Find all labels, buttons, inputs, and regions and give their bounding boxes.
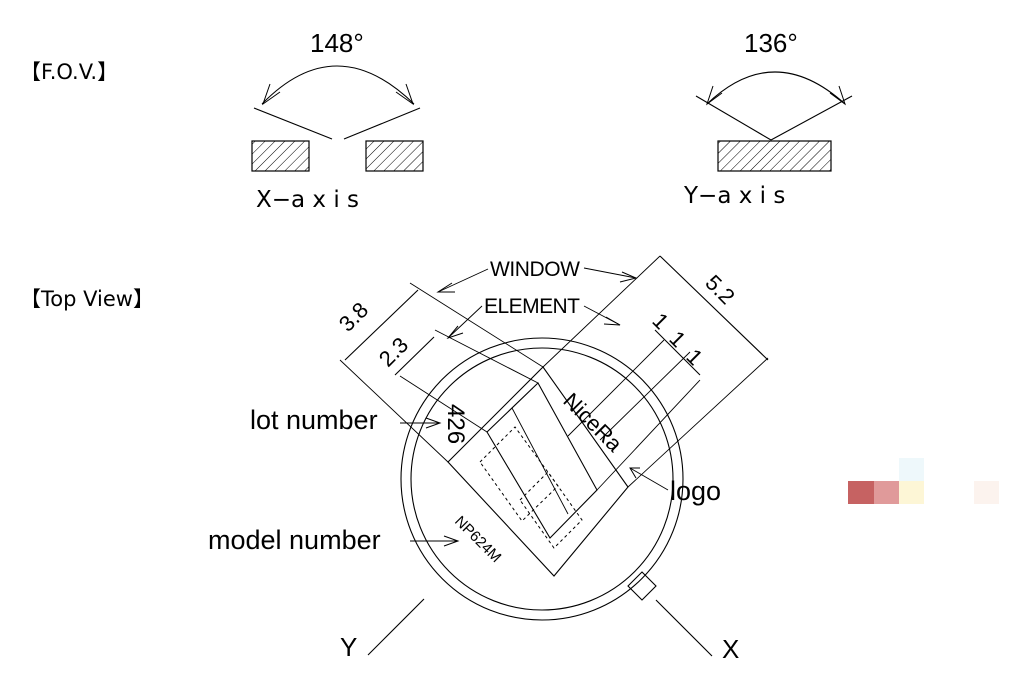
- window-ext-line-right: [542, 255, 661, 368]
- x-axis-label: X−a x i s: [256, 187, 359, 213]
- element-ext-line-left: [399, 375, 488, 433]
- x-axis-fov-diagram: 148° X−a x i s: [251, 28, 424, 213]
- window-label: WINDOW: [490, 258, 580, 281]
- y-axis-label: Y−a x i s: [683, 183, 785, 209]
- dim-outer-value: 5.2: [700, 270, 739, 309]
- logo-label: logo: [670, 476, 721, 506]
- dim-pitch-3: 1: [681, 344, 707, 370]
- window-leader-right-arrow: [619, 271, 638, 283]
- package-tab: [627, 571, 657, 601]
- element-leader-right-arrow: [603, 316, 621, 326]
- dim-window-value: 3.8: [334, 297, 373, 336]
- logo-leader: [629, 467, 669, 491]
- window-ext-line-left-2: [339, 359, 449, 463]
- y-fov-arc-arrow-left: [706, 85, 723, 106]
- element-ext-1: [567, 339, 665, 437]
- detector-dashed-2: [519, 471, 583, 549]
- window-leader-left-arrow: [436, 282, 455, 293]
- y-axis-fov-diagram: 136° Y−a x i s: [683, 28, 853, 209]
- element-ext-2: [596, 379, 701, 491]
- x-fov-arc: [261, 65, 415, 105]
- window-ext-line-right-2: [627, 357, 769, 488]
- dim-line-outer: [659, 255, 769, 361]
- y-fov-arc-arrow-right: [829, 85, 846, 106]
- model-number-leader-arrow: [443, 535, 460, 547]
- swatch-5: [974, 481, 999, 504]
- element-leader-left: [447, 305, 483, 339]
- x-fov-arc-arrow-left: [262, 83, 281, 106]
- lot-number-value: 426: [442, 404, 469, 444]
- window-leader-left: [437, 268, 489, 293]
- lot-number-leader-arrow: [425, 417, 442, 429]
- element-leader-left-arrow: [446, 325, 464, 340]
- lot-number-label: lot number: [250, 405, 378, 435]
- dim-element-value: 2.3: [374, 332, 413, 371]
- dim-line-pitch: [654, 329, 701, 376]
- model-number-value: NP624M: [451, 513, 504, 566]
- swatch-2: [874, 481, 899, 504]
- window-leader-right: [583, 267, 637, 279]
- x-element-block-left: [251, 140, 310, 172]
- fov-section-label: 【F.O.V.】: [20, 60, 118, 84]
- x-element-block-right: [365, 140, 424, 172]
- x-fov-arc-arrow-right: [395, 83, 414, 106]
- x-axis-line: [655, 599, 713, 657]
- y-fov-ray-right: [770, 95, 853, 141]
- swatch-3: [899, 481, 924, 504]
- element-ext-3: [599, 351, 691, 441]
- package-outer-circle: [400, 337, 684, 621]
- color-swatch-strip: [848, 458, 999, 504]
- swatch-1: [848, 481, 874, 504]
- top-view-diagram: 3.8 2.3 5.2 1 1 1 WINDOW ELEMENT lot num…: [208, 255, 769, 664]
- dim-line-element: [394, 336, 435, 376]
- x-fov-ray-left: [253, 107, 333, 140]
- x-fov-ray-right: [343, 107, 421, 140]
- top-view-section-label: 【Top View】: [20, 287, 154, 311]
- element-ext-line-right: [434, 329, 539, 384]
- model-number-label: model number: [208, 525, 381, 555]
- y-fov-ray-left: [695, 95, 772, 141]
- y-fov-arc: [706, 71, 846, 105]
- y-fov-angle: 136°: [744, 28, 798, 58]
- logo-leader-arrow: [629, 467, 640, 479]
- element-label: ELEMENT: [484, 295, 580, 318]
- window-ext-line-left: [409, 282, 544, 368]
- dim-pitch-1: 1: [647, 308, 673, 334]
- y-axis-letter: Y: [340, 632, 357, 662]
- x-axis-letter: X: [722, 634, 739, 664]
- y-axis-line: [367, 598, 425, 656]
- package-inner-circle: [410, 347, 674, 611]
- swatch-4: [899, 458, 924, 481]
- y-element-block: [717, 140, 832, 172]
- x-fov-angle: 148°: [310, 28, 364, 58]
- dim-line-window: [344, 289, 419, 361]
- dim-pitch-2: 1: [664, 326, 690, 352]
